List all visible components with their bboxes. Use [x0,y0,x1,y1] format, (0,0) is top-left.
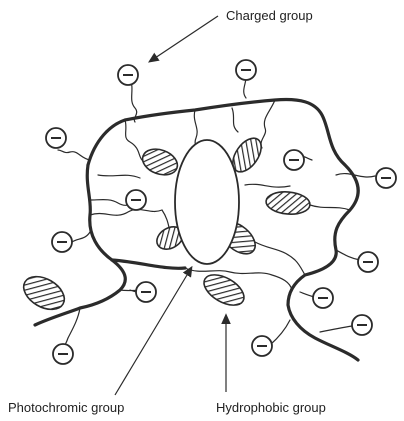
charged-group [352,315,372,335]
charged-group [53,344,73,364]
photochromic-group-label: Photochromic group [8,400,124,415]
hydrophobic-group [199,269,249,312]
charged-group [118,65,138,85]
charged-arrow [152,16,218,60]
hydrophobic-group [18,270,70,316]
charged-group [252,336,272,356]
charged-group [358,252,378,272]
charged-group [313,288,333,308]
photochromic-group [175,140,239,264]
hydrophobic-group-label: Hydrophobic group [216,400,326,415]
charged-group [46,128,66,148]
charged-group [136,282,156,302]
hydrophobic-group [265,190,311,216]
hydrophobic-groups [18,133,311,316]
charged-group-label: Charged group [226,8,313,23]
charged-group [376,168,396,188]
charged-group [284,150,304,170]
charged-group [126,190,146,210]
hydrophobic-group [139,145,181,180]
charged-group [236,60,256,80]
charged-group [52,232,72,252]
